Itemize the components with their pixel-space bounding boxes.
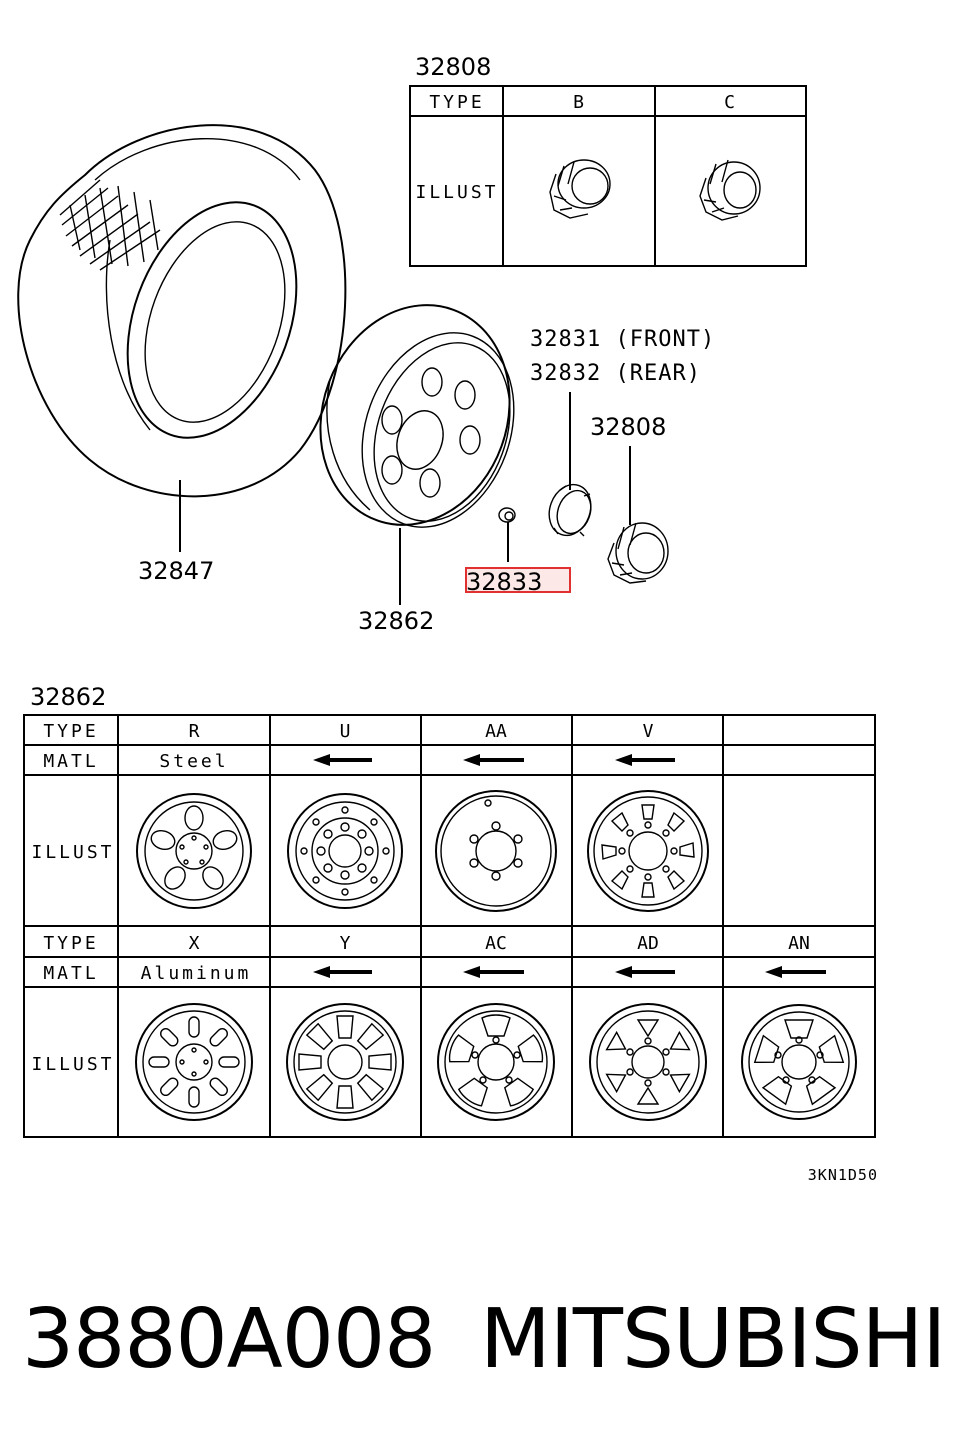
wheel-type-header-1: TYPE — [43, 721, 98, 742]
cap-c-illustration — [699, 159, 761, 221]
wheel-callout[interactable]: 32862 — [358, 607, 434, 635]
wheel-r-illustration — [136, 793, 252, 909]
tire-illustration — [17, 124, 347, 498]
wheel-matl-header-1: MATL — [43, 751, 98, 772]
wheel-x-illustration — [135, 1003, 253, 1121]
tire-tread-pattern — [59, 179, 161, 271]
wheel-type-aa: AA — [485, 721, 507, 742]
same-as-arrow-an — [765, 966, 826, 978]
wheel-type-r: R — [189, 721, 200, 742]
wheel-u-illustration — [287, 793, 403, 909]
wheel-table — [23, 714, 876, 1138]
wheel-table-ref-label[interactable]: 32862 — [30, 683, 106, 711]
nut-illustration — [498, 507, 516, 523]
cap-type-b: B — [573, 92, 587, 113]
center-ornament-illustration — [548, 483, 592, 537]
wheel-illust-header-1: ILLUST — [31, 842, 114, 863]
parts-diagram: 32808 TYPE B C ILLUST 32847 — [17, 53, 878, 1184]
wheel-aa-illustration — [435, 790, 557, 912]
tire-callout[interactable]: 32847 — [138, 557, 214, 585]
wheel-type-x: X — [189, 933, 200, 954]
wheel-illustration — [319, 304, 515, 528]
wheel-type-ac: AC — [485, 933, 507, 954]
wheel-type-ad: AD — [637, 933, 659, 954]
cap-b-illustration — [549, 159, 611, 219]
wheel-y-illustration — [286, 1003, 404, 1121]
wheel-type-y: Y — [340, 933, 351, 954]
wheel-matl-steel: Steel — [159, 751, 228, 772]
same-as-arrow-u — [313, 754, 372, 766]
cap-table — [409, 85, 807, 267]
footer: 3880A008 MITSUBISHI — [0, 1280, 960, 1400]
front-callout[interactable]: 32831 (FRONT) — [530, 327, 715, 352]
wheel-matl-aluminum: Aluminum — [141, 963, 252, 984]
cap-callout[interactable]: 32808 — [590, 413, 666, 441]
same-as-arrow-aa — [463, 754, 524, 766]
cap-type-c: C — [724, 92, 738, 113]
nut-callout[interactable]: 32833 — [466, 568, 542, 596]
cap-table-ref-label[interactable]: 32808 — [415, 53, 491, 81]
cap-table-illust-header: ILLUST — [415, 182, 498, 203]
wheel-type-header-2: TYPE — [43, 933, 98, 954]
cap-table-type-header: TYPE — [429, 92, 484, 113]
same-as-arrow-ad — [615, 966, 675, 978]
footer-part-number: 3880A008 — [22, 1292, 436, 1387]
cap-illustration — [607, 522, 669, 584]
rear-callout[interactable]: 32832 (REAR) — [530, 361, 701, 386]
wheel-illust-header-2: ILLUST — [31, 1054, 114, 1075]
wheel-type-v: V — [643, 721, 654, 742]
same-as-arrow-y — [313, 966, 372, 978]
wheel-ad-illustration — [589, 1003, 707, 1121]
same-as-arrow-ac — [463, 966, 524, 978]
wheel-an-illustration — [741, 1004, 857, 1120]
diagram-code: 3KN1D50 — [808, 1166, 878, 1184]
footer-brand: MITSUBISHI — [480, 1292, 946, 1387]
wheel-ac-illustration — [437, 1003, 555, 1121]
wheel-matl-header-2: MATL — [43, 963, 98, 984]
wheel-type-an: AN — [788, 933, 810, 954]
wheel-type-u: U — [340, 721, 351, 742]
same-as-arrow-v — [615, 754, 675, 766]
nut-highlight-box — [465, 567, 571, 593]
wheel-v-illustration — [587, 790, 709, 912]
